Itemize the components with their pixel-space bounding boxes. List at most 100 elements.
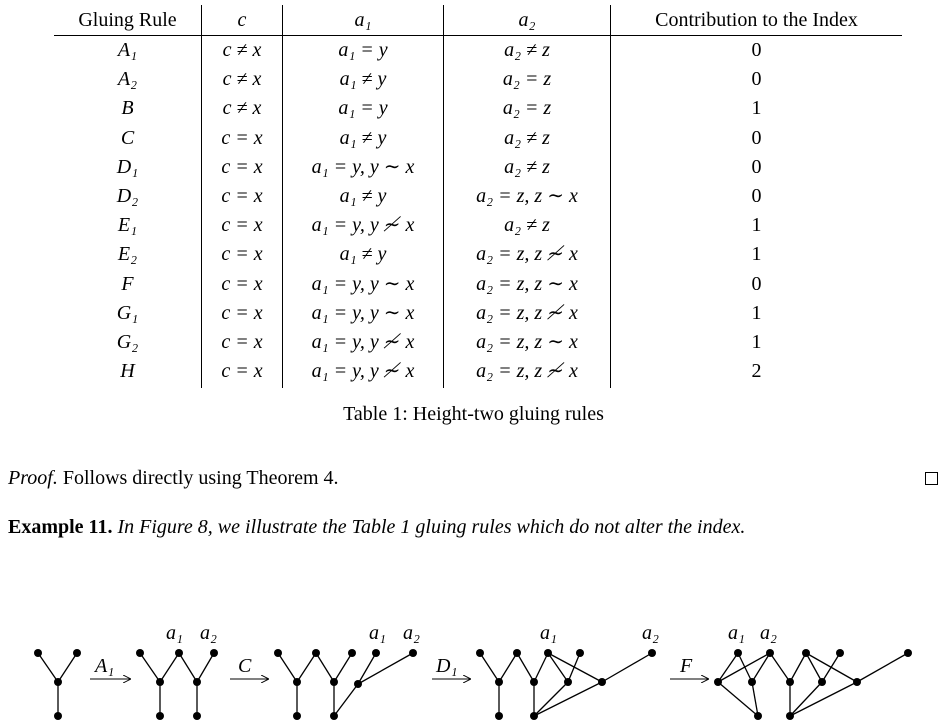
cell-a2: a₂ ≠ z bbox=[443, 211, 611, 241]
header-a1: a₁ bbox=[282, 5, 444, 36]
arrow-f: F bbox=[670, 655, 708, 679]
cell-a1: a₁ = y, y ∼ x bbox=[282, 152, 444, 182]
proof-lead: Proof. bbox=[8, 467, 58, 489]
cell-a1: a₁ = y, y ≁ x bbox=[282, 357, 444, 389]
label-a2-tree3: a₂ bbox=[403, 622, 420, 644]
cell-contribution: 2 bbox=[610, 357, 902, 389]
cell-a2: a₂ = z, z ∼ x bbox=[443, 269, 611, 299]
proof-paragraph: Proof. Follows directly using Theorem 4. bbox=[8, 467, 339, 490]
tree-4: a₁ a₂ c bbox=[476, 622, 659, 720]
cell-c: c = x bbox=[201, 269, 283, 299]
cell-c: c = x bbox=[201, 357, 283, 389]
cell-c: c = x bbox=[201, 327, 283, 358]
cell-rule: B bbox=[121, 97, 134, 120]
arrow-d1: D₁ bbox=[432, 655, 470, 679]
cell-a1: a₁ ≠ y bbox=[282, 123, 444, 153]
label-a2-tree5: a₂ bbox=[760, 622, 777, 644]
table-caption: Table 1: Height-two gluing rules bbox=[343, 403, 604, 425]
cell-contribution: 0 bbox=[610, 65, 902, 95]
tree-2: a₁ a₂ c bbox=[136, 622, 218, 720]
arrow-label-a1: A₁ bbox=[93, 655, 114, 677]
cell-rule: E₁ bbox=[117, 214, 138, 237]
arrow-label-d1: D₁ bbox=[435, 655, 457, 677]
header-contribution: Contribution to the Index bbox=[610, 5, 902, 36]
cell-a1: a₁ = y, y ∼ x bbox=[282, 298, 444, 328]
cell-rule: E₂ bbox=[117, 243, 138, 266]
cell-contribution: 0 bbox=[610, 181, 902, 212]
cell-a2: a₂ ≠ z bbox=[443, 35, 611, 66]
header-a2: a₂ bbox=[443, 5, 611, 36]
cell-contribution: 1 bbox=[610, 298, 902, 328]
table-header-row: Gluing Rule c a₁ a₂ Contribution to the … bbox=[54, 5, 902, 36]
label-a1-tree3: a₁ bbox=[369, 622, 386, 644]
cell-a1: a₁ ≠ y bbox=[282, 181, 444, 212]
cell-contribution: 1 bbox=[610, 94, 902, 124]
cell-contribution: 0 bbox=[610, 269, 902, 299]
gluing-rules-table: Gluing Rule c a₁ a₂ Contribution to the … bbox=[54, 5, 902, 389]
example-text: In Figure 8, we illustrate the Table 1 g… bbox=[112, 516, 746, 538]
cell-a2: a₂ ≠ z bbox=[443, 152, 611, 182]
cell-rule: D₂ bbox=[116, 185, 139, 208]
cell-a1: a₁ = y bbox=[282, 35, 444, 66]
cell-rule: G₂ bbox=[116, 330, 139, 353]
cell-contribution: 1 bbox=[610, 240, 902, 270]
cell-a2: a₂ = z, z ≁ x bbox=[443, 357, 611, 389]
cell-contribution: 0 bbox=[610, 152, 902, 182]
cell-c: c ≠ x bbox=[201, 35, 283, 66]
arrow-a1: A₁ bbox=[90, 655, 130, 679]
label-a1-tree2: a₁ bbox=[166, 622, 183, 644]
cell-a2: a₂ = z, z ∼ x bbox=[443, 327, 611, 358]
cell-c: c = x bbox=[201, 181, 283, 212]
cell-a2: a₂ = z, z ∼ x bbox=[443, 181, 611, 212]
label-a2-tree2: a₂ bbox=[200, 622, 217, 644]
cell-a2: a₂ = z, z ≁ x bbox=[443, 298, 611, 328]
cell-a1: a₁ ≠ y bbox=[282, 240, 444, 270]
header-gluing-rule: Gluing Rule bbox=[78, 8, 177, 31]
tree-5: a₁ a₂ c bbox=[714, 622, 912, 720]
cell-c: c = x bbox=[201, 152, 283, 182]
cell-a1: a₁ = y bbox=[282, 94, 444, 124]
proof-text: Follows directly using Theorem 4. bbox=[57, 467, 339, 489]
cell-contribution: 1 bbox=[610, 211, 902, 241]
cell-rule: G₁ bbox=[116, 301, 139, 324]
cell-contribution: 1 bbox=[610, 327, 902, 358]
arrow-label-f: F bbox=[679, 655, 693, 677]
cell-c: c = x bbox=[201, 298, 283, 328]
cell-a1: a₁ = y, y ≁ x bbox=[282, 211, 444, 241]
cell-c: c = x bbox=[201, 123, 283, 153]
cell-rule: A₂ bbox=[117, 68, 138, 91]
arrow-label-c: C bbox=[238, 655, 252, 677]
example-lead: Example 11. bbox=[8, 516, 113, 538]
header-c: c bbox=[201, 5, 283, 36]
label-a2-tree4: a₂ bbox=[642, 622, 659, 644]
cell-a2: a₂ = z bbox=[443, 94, 611, 124]
qed-box-icon bbox=[925, 472, 938, 485]
cell-contribution: 0 bbox=[610, 123, 902, 153]
cell-c: c = x bbox=[201, 211, 283, 241]
cell-c: c ≠ x bbox=[201, 65, 283, 95]
cell-contribution: 0 bbox=[610, 35, 902, 66]
cell-a2: a₂ = z, z ≁ x bbox=[443, 240, 611, 270]
label-a1-tree4: a₁ bbox=[540, 622, 557, 644]
gluing-figure: A₁ a₁ a₂ c C bbox=[34, 622, 912, 720]
tree-3: a₁ a₂ c bbox=[274, 622, 420, 720]
cell-rule: C bbox=[120, 126, 135, 149]
tree-1 bbox=[34, 649, 81, 720]
cell-rule: A₁ bbox=[117, 39, 138, 62]
cell-a2: a₂ ≠ z bbox=[443, 123, 611, 153]
cell-a1: a₁ ≠ y bbox=[282, 65, 444, 95]
cell-a1: a₁ = y, y ∼ x bbox=[282, 269, 444, 299]
cell-a2: a₂ = z bbox=[443, 65, 611, 95]
cell-c: c = x bbox=[201, 240, 283, 270]
arrow-c: C bbox=[230, 655, 268, 679]
